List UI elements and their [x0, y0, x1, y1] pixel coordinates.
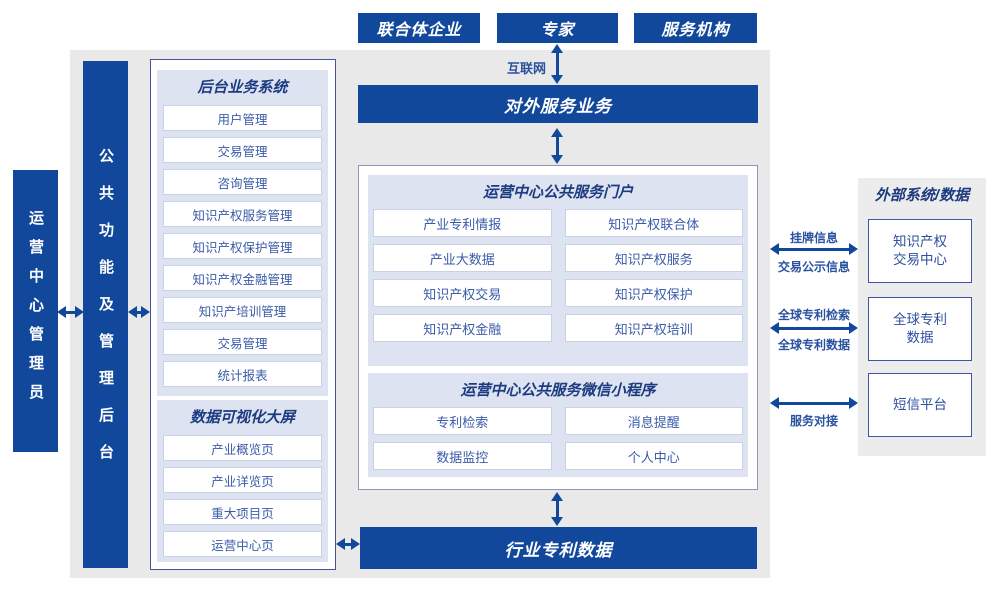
miniprogram-item-message-remind: 消息提醒	[564, 407, 743, 435]
portal-item-ip-service: 知识产权服务	[564, 244, 743, 272]
portal-item-industry-bigdata: 产业大数据	[373, 244, 552, 272]
internet-double-arrow-icon	[551, 44, 563, 84]
backend-item-trade-mgmt-2: 交易管理	[163, 329, 322, 355]
dataviz-item-industry-overview: 产业概览页	[163, 435, 322, 461]
backend-item-user-mgmt: 用户管理	[163, 105, 322, 131]
actor-consortium-enterprise-box: 联合体企业	[358, 13, 480, 43]
external-system-sms-platform-box: 短信平台	[868, 373, 972, 437]
industry-patent-data-bar: 行业专利数据	[360, 527, 757, 569]
portal-item-ip-protection: 知识产权保护	[564, 279, 743, 307]
external-panel-title: 外部系统/数据	[874, 187, 970, 204]
external-system-line: 交易中心	[893, 252, 947, 267]
listing-info-label: 挂牌信息	[789, 231, 838, 245]
trade-publicity-info-label: 交易公示信息	[777, 260, 850, 274]
global-patent-data-label: 全球专利数据	[777, 338, 850, 352]
backend-item-consult-mgmt: 咨询管理	[163, 169, 322, 195]
external-system-ip-trade-center-box: 知识产权 交易中心	[868, 219, 972, 283]
external-system-line: 全球专利	[893, 311, 947, 327]
miniprogram-item-grid: 专利检索 消息提醒 数据监控 个人中心	[368, 404, 748, 470]
backend-management-vertical-bar: 公共功能及管理后台	[83, 61, 128, 568]
backend-item-ip-finance-mgmt: 知识产权金融管理	[163, 265, 322, 291]
dataviz-item-major-project: 重大项目页	[163, 499, 322, 525]
operator-backend-double-arrow-icon	[57, 306, 84, 318]
dataviz-patentdata-double-arrow-icon	[336, 538, 360, 550]
backend-business-panel-title: 后台业务系统	[197, 79, 288, 96]
panel-patentdata-double-arrow-icon	[551, 492, 563, 526]
actor-expert-box: 专家	[497, 13, 618, 43]
miniprogram-panel: 运营中心公共服务微信小程序 专利检索 消息提醒 数据监控 个人中心	[368, 373, 748, 477]
portal-item-ip-training: 知识产权培训	[564, 314, 743, 342]
global-patent-search-label: 全球专利检索	[777, 308, 850, 322]
portal-panel-title: 运营中心公共服务门户	[482, 184, 633, 201]
miniprogram-item-patent-search: 专利检索	[373, 407, 552, 435]
portal-item-ip-consortium: 知识产权联合体	[564, 209, 743, 237]
miniprogram-item-personal-center: 个人中心	[564, 442, 743, 470]
portal-item-grid: 产业专利情报 知识产权联合体 产业大数据 知识产权服务 知识产权交易 知识产权保…	[368, 206, 748, 342]
global-patent-double-arrow-icon	[770, 322, 858, 334]
external-service-bar: 对外服务业务	[358, 85, 758, 123]
portal-item-ip-trade: 知识产权交易	[373, 279, 552, 307]
backend-item-trade-mgmt: 交易管理	[163, 137, 322, 163]
internet-label: 互联网	[506, 61, 546, 76]
miniprogram-item-data-monitor: 数据监控	[373, 442, 552, 470]
dataviz-item-operation-center: 运营中心页	[163, 531, 322, 557]
backend-item-ip-protection-mgmt: 知识产权保护管理	[163, 233, 322, 259]
backend-business-panel: 后台业务系统 用户管理 交易管理 咨询管理 知识产权服务管理 知识产权保护管理 …	[157, 70, 328, 396]
ip-trade-center-double-arrow-icon	[770, 243, 858, 255]
portal-panel: 运营中心公共服务门户 产业专利情报 知识产权联合体 产业大数据 知识产权服务 知…	[368, 175, 748, 366]
service-portal-double-arrow-icon	[551, 128, 563, 164]
external-system-global-patent-data-box: 全球专利 数据	[868, 297, 972, 361]
backend-item-stat-report: 统计报表	[163, 361, 322, 387]
actor-service-agency-box: 服务机构	[634, 13, 757, 43]
backend-item-ip-training-mgmt: 知识产培训管理	[163, 297, 322, 323]
portal-item-industry-patent-intel: 产业专利情报	[373, 209, 552, 237]
miniprogram-panel-title: 运营中心公共服务微信小程序	[460, 382, 656, 399]
backend-panel-double-arrow-icon	[128, 306, 150, 318]
external-system-line: 数据	[906, 330, 934, 345]
sms-platform-double-arrow-icon	[770, 397, 858, 409]
dataviz-item-industry-detail: 产业详览页	[163, 467, 322, 493]
service-connection-label: 服务对接	[789, 414, 838, 428]
external-system-line: 知识产权	[893, 233, 947, 249]
dataviz-panel-title: 数据可视化大屏	[189, 409, 295, 426]
backend-item-ip-service-mgmt: 知识产权服务管理	[163, 201, 322, 227]
dataviz-panel: 数据可视化大屏 产业概览页 产业详览页 重大项目页 运营中心页	[157, 400, 328, 562]
dataviz-item-list: 产业概览页 产业详览页 重大项目页 运营中心页	[157, 431, 328, 557]
backend-business-item-list: 用户管理 交易管理 咨询管理 知识产权服务管理 知识产权保护管理 知识产权金融管…	[157, 101, 328, 387]
operator-admin-vertical-bar: 运营中心管理员	[13, 170, 58, 452]
external-system-line: 短信平台	[893, 396, 947, 412]
portal-item-ip-finance: 知识产权金融	[373, 314, 552, 342]
